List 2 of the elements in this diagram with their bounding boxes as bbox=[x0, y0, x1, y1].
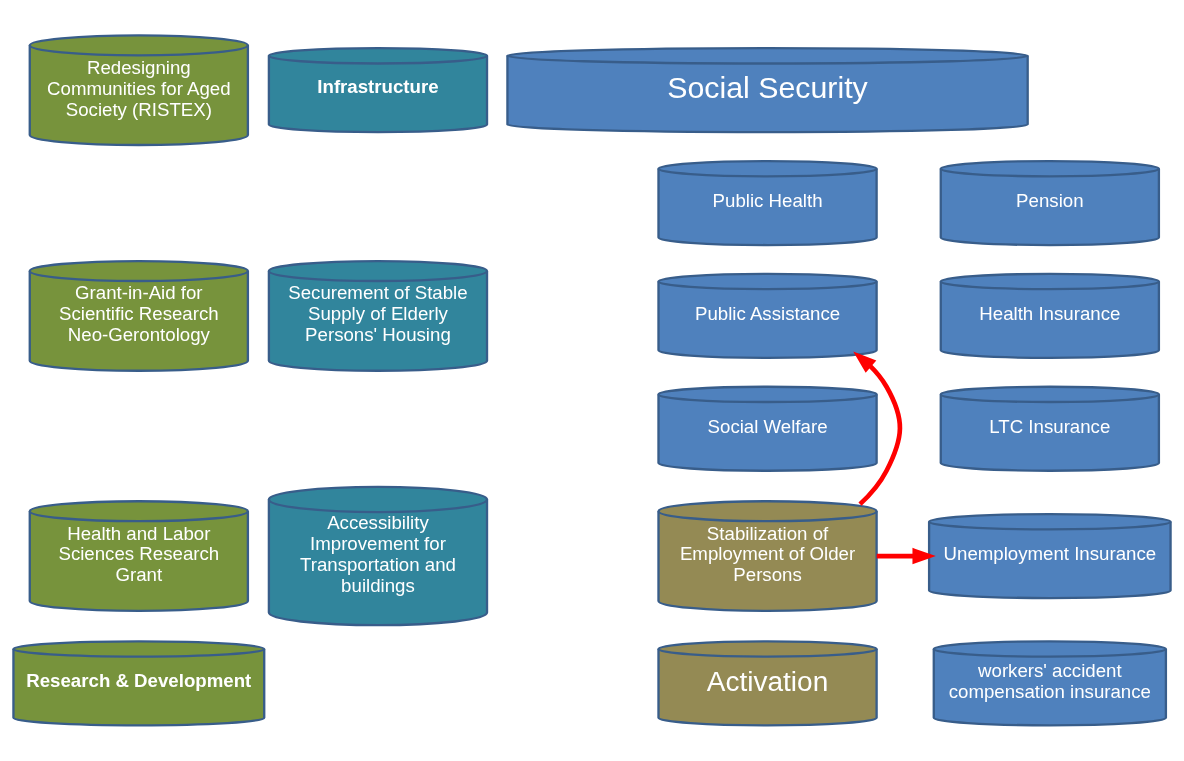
arrow bbox=[876, 547, 936, 565]
arrow bbox=[853, 351, 903, 506]
